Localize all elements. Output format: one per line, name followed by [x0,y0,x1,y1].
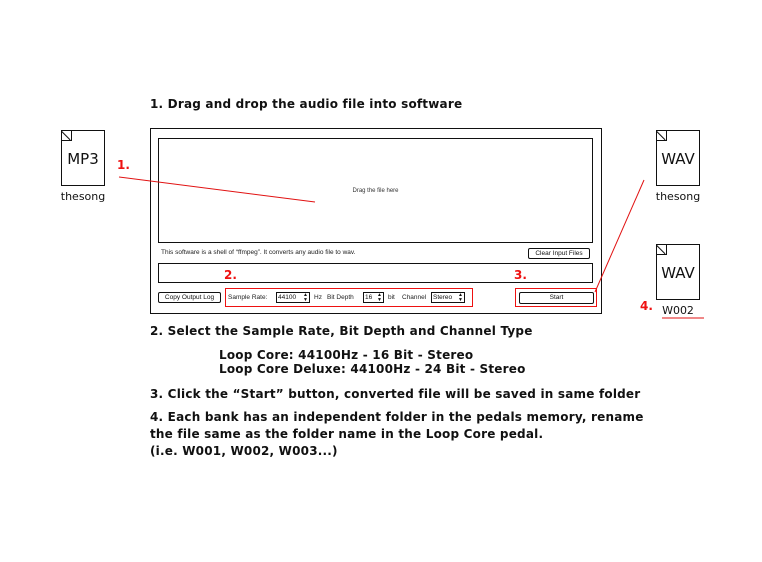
up-down-arrows-icon: ▲▼ [303,292,308,303]
drop-zone[interactable]: Drag the file here [158,138,593,243]
sample-rate-label: Sample Rate: [228,294,268,301]
source-file-name: thesong [60,190,106,203]
file-extension: WAV [661,264,695,282]
file-extension: MP3 [67,150,99,168]
hz-unit: Hz [314,294,322,301]
channel-value: Stereo [433,294,453,301]
file-extension: WAV [661,150,695,168]
output-file-name: thesong [655,190,701,203]
settings-highlight-box [225,288,473,307]
loop-core-deluxe-spec: Loop Core Deluxe: 44100Hz - 24 Bit - Ste… [219,362,526,376]
drop-hint: Drag the file here [352,188,399,194]
step-3-text: 3. Click the “Start” button, converted f… [150,387,641,401]
output-arrow-line [594,179,645,293]
clear-input-files-button[interactable]: Clear Input Files [528,248,590,259]
step-1-text: 1. Drag and drop the audio file into sof… [150,97,463,111]
marker-3: 3. [514,268,527,282]
copy-output-log-button[interactable]: Copy Output Log [158,292,221,303]
converter-window [150,128,602,314]
channel-select[interactable]: Stereo ▲▼ [431,292,465,303]
bit-unit: bit [388,294,395,301]
step-4-line-3: (i.e. W001, W002, W003...) [150,444,338,458]
info-text: This software is a shell of “ffmpeg”. It… [161,249,356,256]
channel-label: Channel [402,294,427,301]
output-log [158,263,593,283]
bit-depth-value: 16 [365,294,373,301]
start-button[interactable]: Start [519,292,594,304]
marker-1: 1. [117,158,130,172]
start-highlight-box [515,288,597,307]
wav-file-icon: WAV [656,130,700,186]
bit-depth-select[interactable]: 16 ▲▼ [363,292,384,303]
page-fold-icon [657,131,667,141]
marker-4: 4. [640,299,653,313]
up-down-arrows-icon: ▲▼ [458,292,463,303]
step-2-text: 2. Select the Sample Rate, Bit Depth and… [150,324,533,338]
marker-2: 2. [224,268,237,282]
page-fold-icon [657,245,667,255]
up-down-arrows-icon: ▲▼ [377,292,382,303]
step-4-line-2: the file same as the folder name in the … [150,427,544,441]
renamed-file-name: W002 [662,304,694,317]
drag-arrow-line [118,176,316,203]
bit-depth-label: Bit Depth [327,294,354,301]
sample-rate-select[interactable]: 44100 ▲▼ [276,292,310,303]
step-4-line-1: 4. Each bank has an independent folder i… [150,410,644,424]
sample-rate-value: 44100 [278,294,297,301]
renamed-wav-file-icon: WAV [656,244,700,300]
page-fold-icon [62,131,72,141]
mp3-file-icon: MP3 [61,130,105,186]
loop-core-spec: Loop Core: 44100Hz - 16 Bit - Stereo [219,348,474,362]
